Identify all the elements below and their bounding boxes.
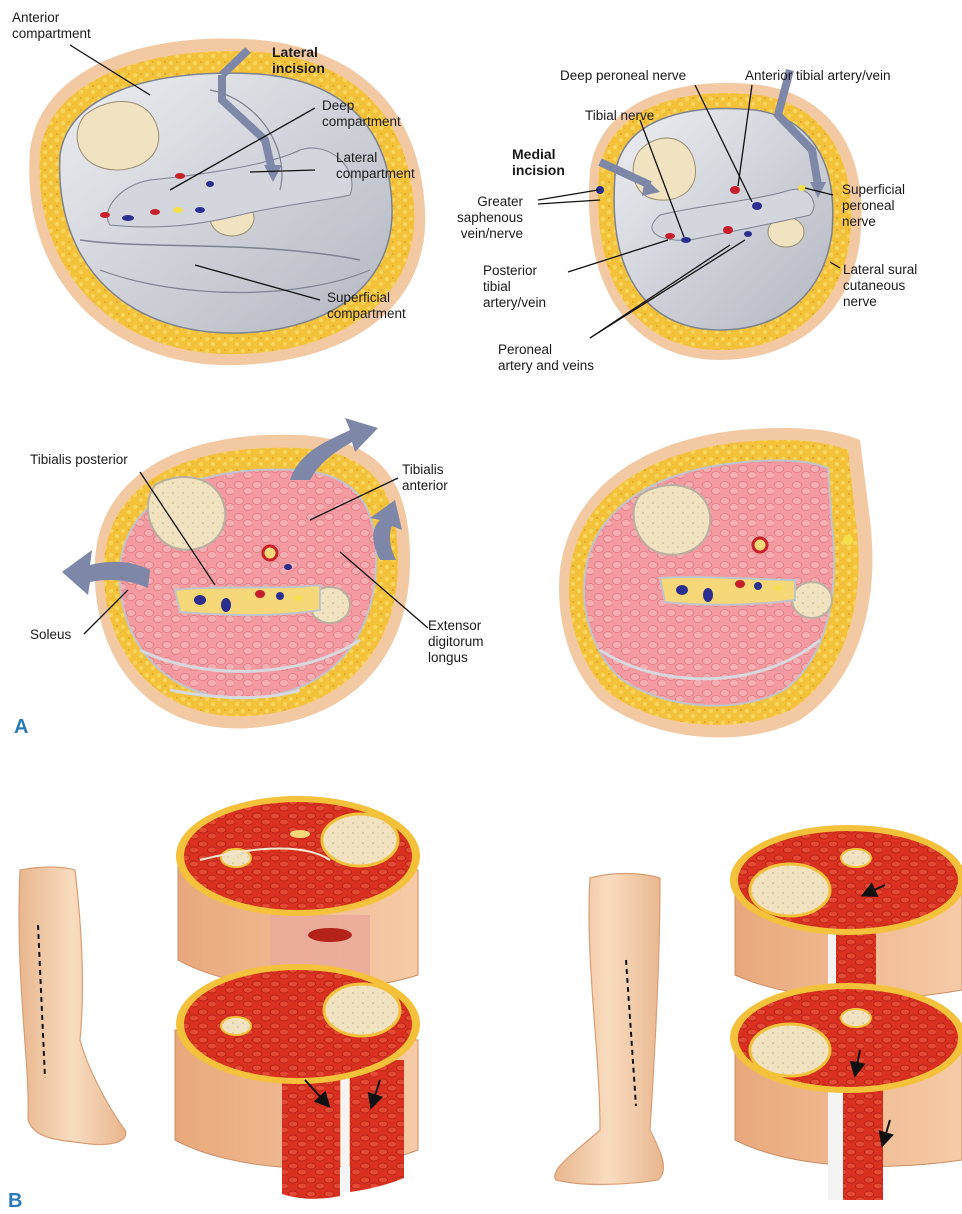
label-superficial-compartment: Superficial compartment (327, 290, 406, 322)
label-soleus: Soleus (30, 627, 71, 643)
label-anterior-compartment: Anterior compartment (12, 10, 91, 42)
label-lateral-sural: Lateral sural cutaneous nerve (843, 262, 917, 310)
leg-block-lower-left (175, 964, 420, 1199)
leg-block-lower-right (730, 983, 962, 1200)
label-anterior-tibial-artery-vein: Anterior tibial artery/vein (745, 68, 891, 84)
leg-block-upper-right (730, 825, 962, 1000)
leg-lateral-view (19, 867, 126, 1144)
label-deep-compartment: Deep compartment (322, 98, 401, 130)
cross-section-bottom-right (559, 428, 872, 737)
label-tibialis-posterior: Tibialis posterior (30, 452, 128, 468)
label-deep-peroneal-nerve: Deep peroneal nerve (560, 68, 686, 84)
label-lateral-incision: Lateral incision (272, 44, 325, 76)
label-lateral-compartment: Lateral compartment (336, 150, 415, 182)
label-tibial-nerve: Tibial nerve (585, 108, 654, 124)
label-extensor-digitorum-longus: Extensor digitorum longus (428, 618, 484, 666)
label-medial-incision: Medial incision (512, 146, 565, 178)
panel-letter-a: A (14, 716, 28, 739)
label-posterior-tibial: Posterior tibial artery/vein (483, 263, 546, 311)
leg-medial-view (555, 874, 664, 1185)
label-superficial-peroneal-nerve: Superficial peroneal nerve (842, 182, 905, 230)
label-peroneal-artery-veins: Peroneal artery and veins (498, 342, 594, 374)
label-greater-saphenous: Greater saphenous vein/nerve (457, 194, 523, 242)
panel-letter-b: B (8, 1190, 22, 1213)
label-tibialis-anterior: Tibialis anterior (402, 462, 448, 494)
